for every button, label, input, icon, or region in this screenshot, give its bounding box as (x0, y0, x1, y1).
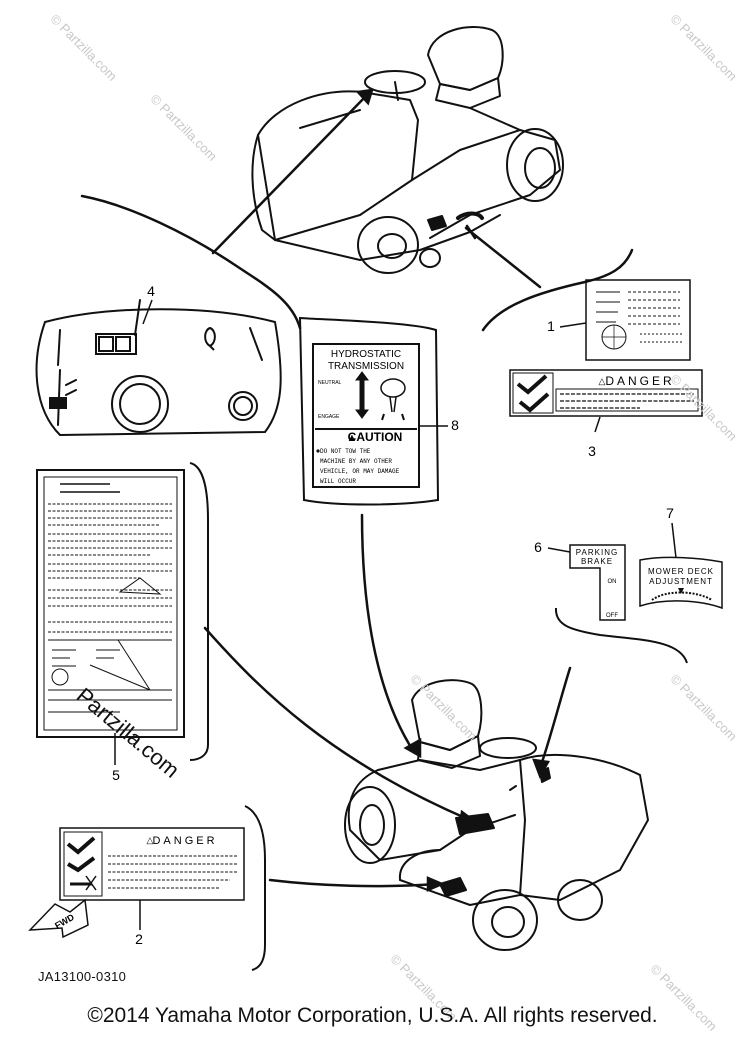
callout-8: 8 (451, 417, 459, 433)
hydro-line-4: WILL OCCUR (320, 478, 356, 485)
label-7-line1: MOWER DECK (648, 567, 714, 576)
hydro-caution: CAUTION (348, 430, 403, 444)
callout-5: 5 (112, 767, 120, 783)
callout-2: 2 (135, 931, 143, 947)
label-6-line2: BRAKE (581, 557, 613, 566)
label-2-danger: DANGER (152, 835, 217, 847)
diagram-id-code: JA13100-0310 (38, 969, 127, 984)
label-hydrostatic-transmission: HYDROSTATIC TRANSMISSION NEUTRAL ENGAGE … (298, 316, 448, 506)
hydro-title-2: TRANSMISSION (328, 361, 404, 372)
label-3-danger: DANGER (605, 374, 674, 388)
hydro-line-1: DO NOT TOW THE (320, 448, 371, 455)
hydro-title-1: HYDROSTATIC (331, 349, 401, 360)
label-6-off: OFF (606, 613, 618, 619)
lever-knob-icon (380, 378, 406, 421)
fwd-arrow-icon: FWD (28, 898, 89, 939)
callout-1: 1 (547, 318, 555, 334)
danger-triangle-icon: △ (599, 376, 606, 386)
hydro-engage: ENGAGE (318, 414, 340, 420)
hydro-neutral: NEUTRAL (318, 380, 342, 386)
callout-4: 4 (147, 283, 155, 299)
danger-triangle-icon-2: △ (147, 835, 154, 845)
label-mower-deck-7: MOWER DECK ADJUSTMENT (639, 522, 723, 610)
bracket-6-7 (554, 607, 688, 664)
dash-panel-illustration (35, 299, 282, 437)
hydro-line-2: MACHINE BY ANY OTHER (320, 458, 392, 465)
callout-6: 6 (534, 539, 542, 555)
callout-7: 7 (666, 505, 674, 521)
label-7-line2: ADJUSTMENT (649, 577, 713, 586)
caution-triangle-icon: ▲ (347, 432, 358, 444)
callout-4-leader (142, 299, 153, 325)
callout-3: 3 (588, 443, 596, 459)
label-6-on: ON (608, 579, 617, 585)
hydro-line-3: VEHICLE, OR MAY DAMAGE (320, 468, 400, 475)
copyright-footer: ©2014 Yamaha Motor Corporation, U.S.A. A… (87, 1004, 658, 1027)
label-danger-2: △ DANGER FWD 2 (28, 805, 266, 971)
bottom-tractor-illustration (344, 679, 649, 951)
label-parking-brake-6: PARKING BRAKE ON OFF (547, 544, 626, 621)
label-item-1 (559, 279, 691, 361)
leader-lines-bottom (203, 513, 572, 892)
label-warning-5: 5 (36, 462, 209, 783)
leader-lines-top (80, 88, 634, 332)
label-6-line1: PARKING (576, 548, 618, 557)
top-tractor-illustration (251, 26, 564, 274)
double-arrow-icon (355, 371, 369, 419)
label-danger-3: △ DANGER (509, 369, 703, 433)
